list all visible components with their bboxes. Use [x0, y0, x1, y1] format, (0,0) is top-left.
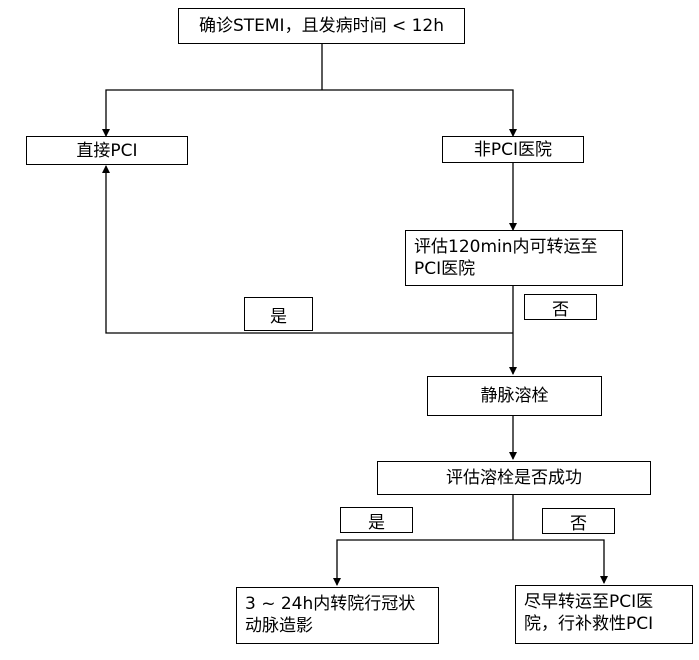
label-success-yes: 是: [340, 507, 413, 533]
node-assess-success: 评估溶栓是否成功: [377, 461, 651, 495]
arrow-to-rescue-pci: [513, 539, 608, 584]
arrow-yes-back-to-direct-pci: [102, 165, 513, 334]
label-success-no: 否: [542, 508, 615, 534]
arrow-to-angiography: [333, 539, 513, 586]
label-transfer-yes: 是: [244, 297, 313, 331]
node-assess-transfer: 评估120min内可转运至PCI医院: [405, 230, 623, 286]
arrow-to-non-pci-hospital: [322, 89, 517, 137]
node-confirm-stemi: 确诊STEMI，且发病时间 < 12h: [178, 8, 465, 44]
label-transfer-no: 否: [524, 294, 597, 320]
node-direct-pci: 直接PCI: [26, 136, 188, 165]
node-thrombolysis: 静脉溶栓: [427, 376, 602, 416]
node-rescue-pci: 尽早转运至PCI医院，行补救性PCI: [515, 585, 693, 644]
node-angiography: 3 ~ 24h内转院行冠状动脉造影: [236, 587, 439, 644]
arrow-to-direct-pci: [102, 89, 322, 137]
node-non-pci-hospital: 非PCI医院: [442, 136, 584, 163]
